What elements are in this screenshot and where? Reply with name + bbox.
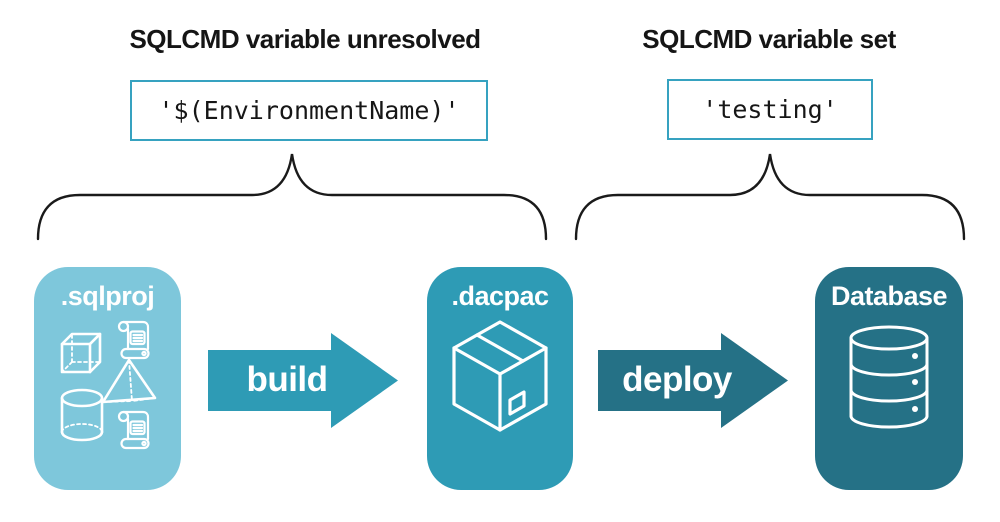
right-arrow-icon [598, 333, 788, 428]
deploy-arrow: deploy [598, 333, 788, 428]
dacpac-card-label: .dacpac [451, 281, 549, 311]
right-heading: SQLCMD variable set [642, 24, 896, 54]
build-arrow-label: build [246, 359, 328, 399]
package-box-icon [448, 318, 552, 438]
set-variable-text: 'testing' [702, 95, 838, 124]
right-curly-brace [574, 153, 966, 241]
dacpac-card: .dacpac [427, 267, 573, 490]
unresolved-variable-box: '$(EnvironmentName)' [130, 80, 488, 141]
database-card-label: Database [830, 281, 948, 311]
deploy-arrow-label: deploy [622, 359, 732, 399]
build-arrow: build [208, 333, 398, 428]
right-arrow-icon [208, 333, 398, 428]
sqlproj-card: .sqlproj [34, 267, 181, 490]
left-curly-brace [36, 153, 548, 241]
sqlproj-card-label: .sqlproj [60, 281, 155, 311]
unresolved-variable-text: '$(EnvironmentName)' [158, 96, 460, 125]
database-card: Database [815, 267, 963, 490]
left-heading: SQLCMD variable unresolved [129, 24, 481, 54]
database-icon [847, 324, 931, 432]
sql-project-objects-icon [54, 316, 162, 452]
set-variable-box: 'testing' [667, 79, 873, 140]
